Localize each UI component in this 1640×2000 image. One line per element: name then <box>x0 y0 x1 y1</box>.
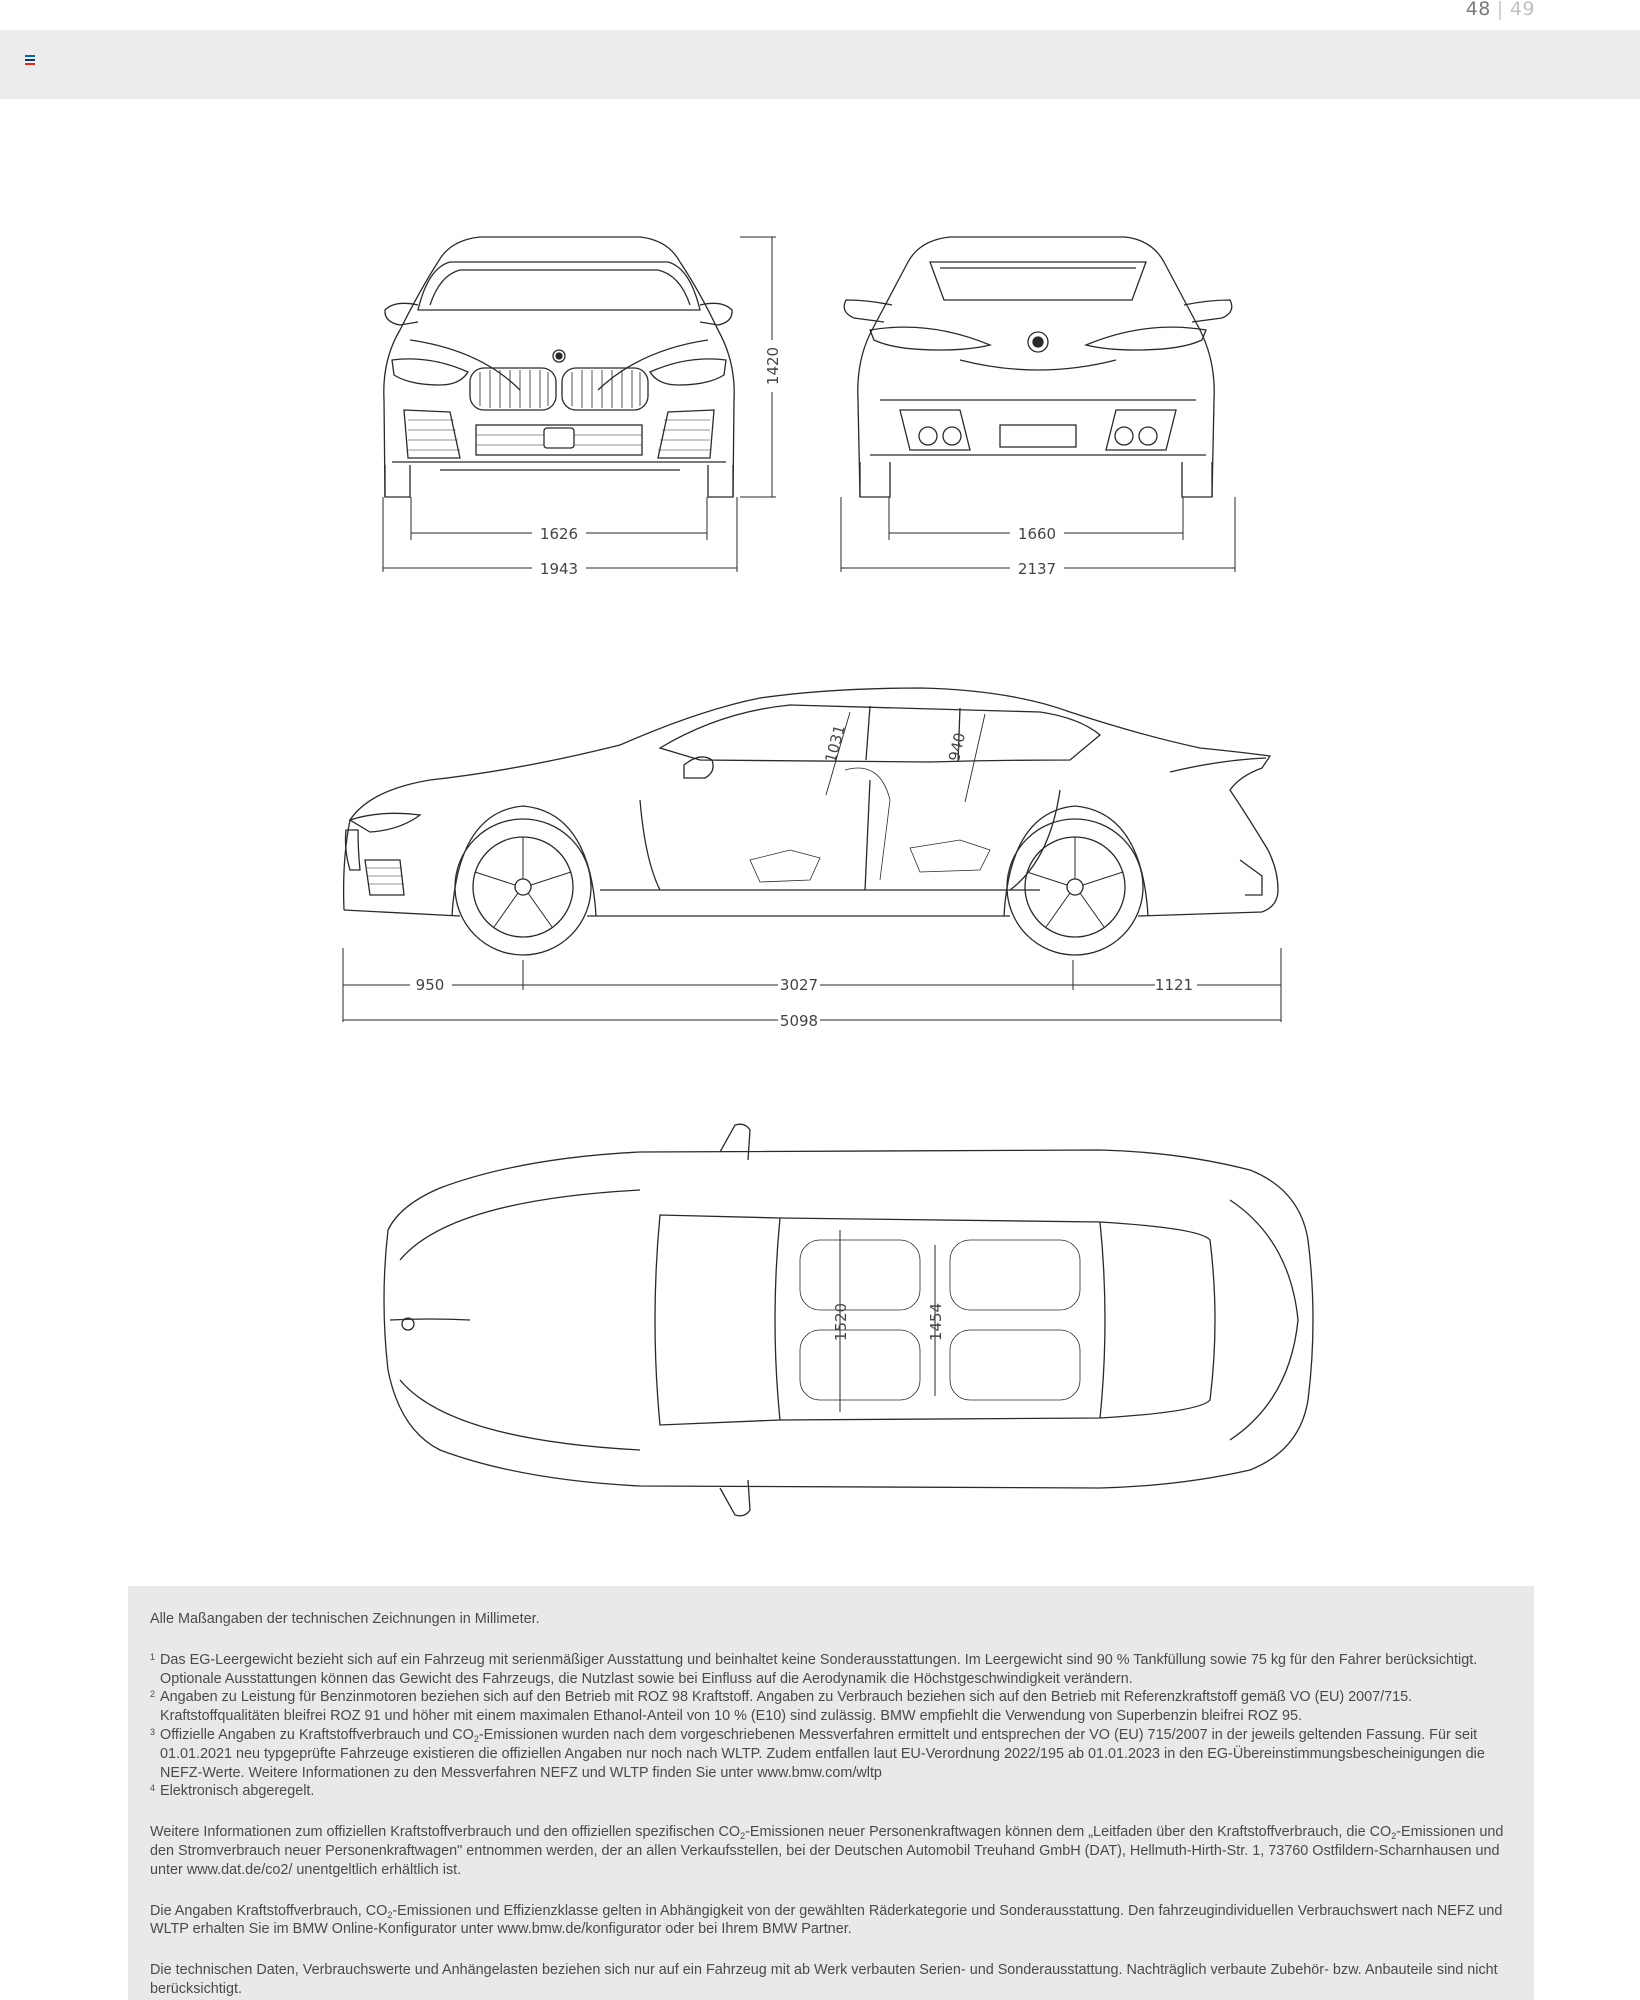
page-number: 48|49 <box>1465 0 1535 20</box>
dim-length: 5098 <box>780 1012 818 1030</box>
rear-view <box>843 236 1233 498</box>
page-current[interactable]: 48 <box>1465 0 1491 20</box>
dim-wheelbase: 3027 <box>780 976 818 994</box>
dim-headroom-rear: 940 <box>945 731 969 763</box>
dim-headroom-front: 1031 <box>822 723 849 765</box>
notes-paragraph-technical-data: Die technischen Daten, Verbrauchswerte u… <box>150 1962 1498 1997</box>
footnotes-panel: Alle Maßangaben der technischen Zeichnun… <box>128 1586 1534 2000</box>
footnote-1: 1 Das EG-Leergewicht bezieht sich auf ei… <box>150 1651 1478 1687</box>
dim-front-width: 1943 <box>540 560 578 578</box>
dim-shoulder-rear: 1454 <box>927 1303 945 1341</box>
footnote-2: 2 Angaben zu Leistung für Benzinmotoren … <box>150 1689 1413 1725</box>
side-view <box>342 687 1279 956</box>
header-bar <box>0 30 1640 99</box>
footnote-3: 3 Offizielle Angaben zu Kraftstoffverbra… <box>150 1726 1485 1781</box>
page-next[interactable]: 49 <box>1509 0 1535 20</box>
front-view <box>383 236 735 498</box>
dim-rear-track: 1660 <box>1018 525 1056 543</box>
notes-intro: Alle Maßangaben der technischen Zeichnun… <box>150 1611 540 1627</box>
notes-paragraph-consumption: Die Angaben Kraftstoffverbrauch, CO2-Emi… <box>150 1902 1503 1938</box>
dim-shoulder-front: 1520 <box>832 1303 850 1341</box>
top-view <box>383 1123 1314 1517</box>
dim-rear-width: 2137 <box>1018 560 1056 578</box>
menu-icon[interactable] <box>25 55 35 65</box>
dim-overhang-front: 950 <box>416 976 445 994</box>
footnote-4: 4 Elektronisch abgeregelt. <box>150 1783 315 1800</box>
technical-drawings: 1626 1943 1420 1660 21 <box>342 236 1314 1517</box>
dim-overhang-rear: 1121 <box>1155 976 1193 994</box>
dim-front-track: 1626 <box>540 525 578 543</box>
dim-height: 1420 <box>764 347 782 385</box>
notes-paragraph-co2-guide: Weitere Informationen zum offiziellen Kr… <box>150 1824 1504 1878</box>
